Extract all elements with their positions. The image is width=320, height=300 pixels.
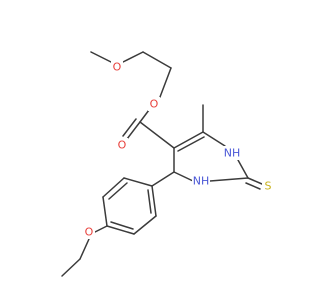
carbonyl-double-bond-a xyxy=(126,121,141,140)
atom-methoxy-oxygen: O xyxy=(111,60,123,74)
atom-ester-oxygen: O xyxy=(148,97,160,111)
svg-text:S: S xyxy=(265,180,272,193)
carbonyl-double-bond-b xyxy=(122,118,137,137)
ethoxy-oxygen-ch2-bond xyxy=(79,238,90,260)
ring-c6-n1-bond xyxy=(202,131,226,147)
atom-nh-3: NH xyxy=(192,174,210,188)
ring-c5-c6-double-bond xyxy=(177,136,205,152)
benzene-bond-6 xyxy=(151,185,157,217)
benzene-bond-3 xyxy=(102,196,108,227)
ch2-ch2-bond xyxy=(142,51,172,69)
svg-text:O: O xyxy=(85,226,94,239)
svg-text:O: O xyxy=(150,98,159,111)
benzene-bond-5 xyxy=(133,215,157,235)
atom-ethoxy-oxygen: O xyxy=(83,225,95,239)
svg-text:NH: NH xyxy=(224,147,241,160)
benzene-inner-bond-3 xyxy=(147,189,152,214)
benzene-bond-1 xyxy=(123,177,153,187)
thione-double-bond-a xyxy=(247,177,263,185)
benzene-inner-bond-2 xyxy=(110,221,134,230)
methyl-methoxy-bond xyxy=(90,51,112,63)
carbonyl-ring-bond xyxy=(139,121,175,149)
benzene-bond-4 xyxy=(106,225,135,235)
atom-label-layer: O O O NH NH S O xyxy=(83,60,274,239)
svg-text:O: O xyxy=(118,139,127,152)
atom-nh-1: NH xyxy=(223,146,241,160)
svg-text:NH: NH xyxy=(193,175,210,188)
atom-carbonyl-oxygen: O xyxy=(116,138,128,152)
thione-double-bond-b xyxy=(245,182,261,190)
atom-sulfur: S xyxy=(262,179,274,193)
benzene-bond-2 xyxy=(102,177,125,198)
ring-aryl-bond xyxy=(151,171,175,187)
ethoxy-ch2-ch3-bond xyxy=(61,258,81,277)
ring-n1-c2-bond xyxy=(237,159,249,179)
ring-c2-n3-bond xyxy=(209,177,249,182)
benzene-inner-bond-1 xyxy=(108,182,128,200)
bond-layer xyxy=(61,51,263,277)
svg-text:O: O xyxy=(113,61,122,74)
methoxy-ch2-bond xyxy=(122,51,144,63)
molecule-structure-diagram: O O O NH NH S O xyxy=(61,51,274,277)
aryl-ethoxy-oxygen-bond xyxy=(94,225,108,233)
ester-oxygen-carbonyl-bond xyxy=(139,109,150,123)
ring-c5-c6-bond xyxy=(173,131,204,149)
ring-n3-c4-bond xyxy=(173,171,194,182)
ch2-ester-oxygen-bond xyxy=(159,67,172,98)
